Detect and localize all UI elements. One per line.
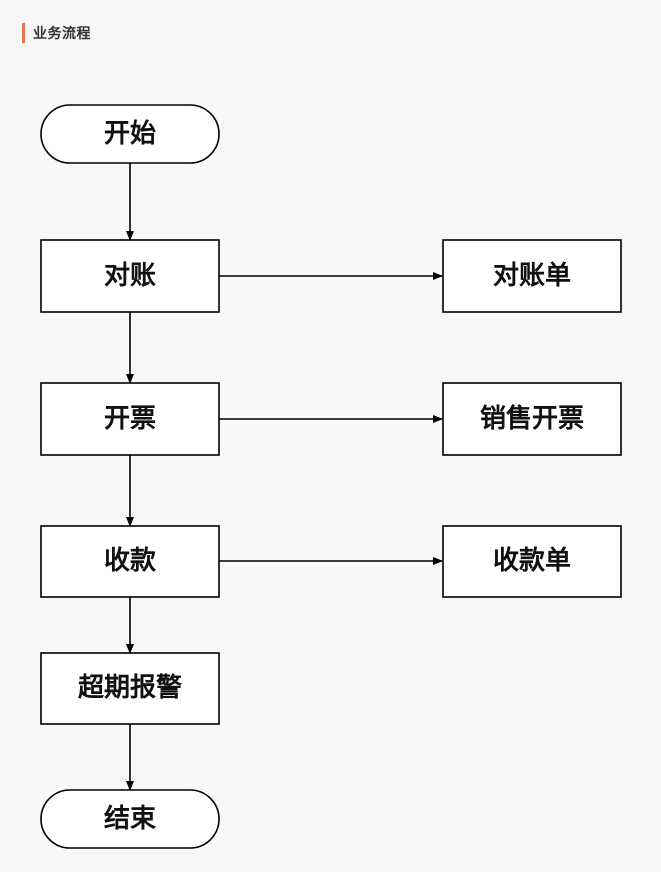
node-reconcile-label: 对账 (104, 261, 156, 291)
node-receipt-label: 收款单 (493, 546, 571, 576)
node-collect-label: 收款 (104, 546, 157, 576)
section-title: 业务流程 (33, 26, 91, 42)
node-statement: 对账单 (442, 239, 622, 313)
section-header: 业务流程 (22, 22, 91, 44)
node-statement-label: 对账单 (493, 261, 571, 291)
node-sales-invoice: 销售开票 (442, 382, 622, 456)
node-reconcile: 对账 (40, 239, 220, 313)
node-invoice: 开票 (40, 382, 220, 456)
node-end: 结束 (40, 789, 220, 849)
node-sales-invoice-label: 销售开票 (480, 403, 584, 434)
node-invoice-label: 开票 (104, 404, 156, 434)
node-start-label: 开始 (104, 119, 156, 149)
node-overdue-alert: 超期报警 (40, 652, 220, 725)
node-collect: 收款 (40, 525, 220, 598)
node-overdue-alert-label: 超期报警 (78, 672, 182, 703)
node-end-label: 结束 (104, 803, 157, 834)
node-start: 开始 (40, 104, 220, 164)
node-receipt: 收款单 (442, 525, 622, 598)
section-accent-bar (22, 23, 25, 43)
flowchart-canvas (36, 100, 626, 852)
